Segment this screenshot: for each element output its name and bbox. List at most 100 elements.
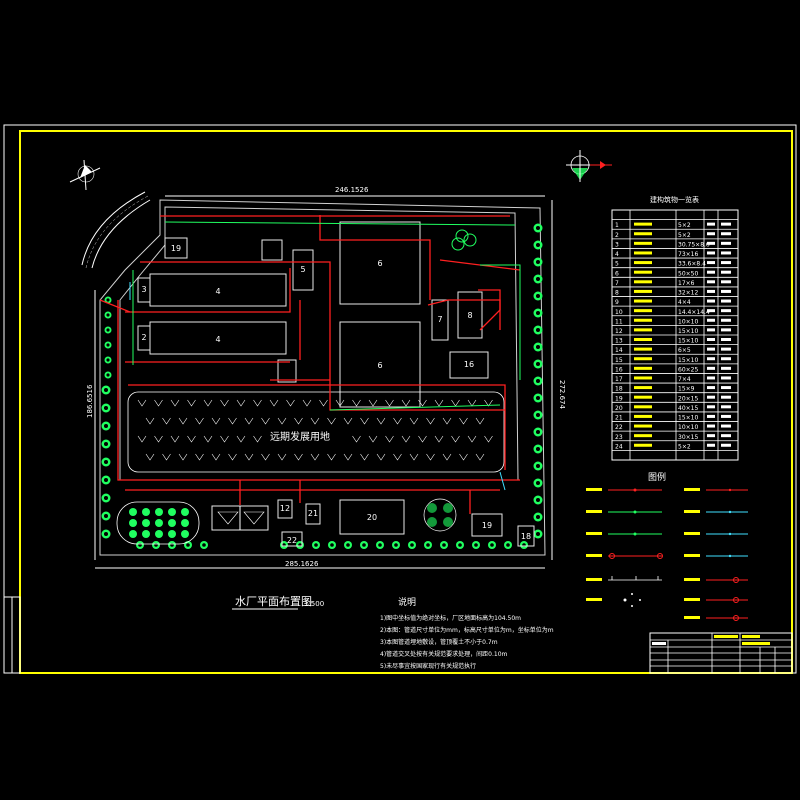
table-row-number: 1 (615, 222, 619, 229)
title-block (649, 632, 793, 674)
building-6a-number: 6 (377, 259, 382, 268)
tree-symbol (533, 495, 543, 505)
reserved-area-hatching (137, 399, 493, 461)
tree-symbol (101, 511, 111, 521)
tree-symbol (104, 356, 112, 364)
table-row-dimension: 10×10 (678, 318, 698, 325)
table-row-dimension: 6×5 (678, 347, 691, 354)
grass-mark (286, 399, 295, 407)
grass-mark (451, 399, 460, 407)
grass-mark (244, 453, 254, 461)
table-row-number: 21 (615, 415, 623, 422)
tree-symbol (533, 478, 543, 488)
grass-mark (187, 435, 196, 443)
garden-tree (155, 530, 163, 538)
grass-mark (343, 453, 353, 461)
grass-mark (459, 417, 468, 425)
reserved-area-label: 远期发展用地 (270, 430, 330, 443)
legend-symbol-right (706, 554, 748, 558)
grass-mark (327, 453, 336, 461)
tree-symbol (408, 541, 416, 549)
table-row-dimension: 15×10 (678, 415, 698, 422)
grass-mark (261, 417, 270, 425)
grass-mark (401, 435, 411, 443)
tree-symbol (101, 421, 111, 431)
garden-tree (155, 508, 163, 516)
table-row-number: 16 (615, 366, 623, 373)
grass-mark (277, 417, 287, 425)
table-row-number: 2 (615, 232, 619, 239)
grass-mark (154, 399, 163, 407)
table-row-number: 12 (615, 328, 623, 335)
table-row-dimension: 15×9 (678, 386, 695, 393)
dim-bottom: 285.1626 (285, 560, 319, 568)
building-2-number: 2 (141, 333, 146, 342)
tree-symbol (101, 403, 111, 413)
building-16-number: 16 (464, 360, 474, 369)
table-row-dimension: 5×2 (678, 232, 691, 239)
garden-tree (142, 530, 150, 538)
grass-mark (360, 417, 369, 425)
grass-mark (211, 417, 221, 425)
tree-symbol (152, 541, 160, 549)
dim-left: 186.6516 (86, 384, 94, 418)
garden-tree (181, 508, 189, 516)
garden-tree (181, 519, 189, 527)
tree-symbol (533, 427, 543, 437)
table-row-number: 23 (615, 434, 623, 441)
table-row-number: 14 (615, 347, 623, 354)
building-4a-number: 4 (215, 287, 220, 296)
grass-mark (409, 417, 419, 425)
grass-mark (484, 435, 493, 443)
grass-mark (360, 453, 369, 461)
building-small-a (261, 239, 283, 261)
grass-mark (236, 435, 246, 443)
reserved-area-boundary (127, 391, 505, 473)
building-3 (137, 277, 151, 303)
tree-symbol (533, 240, 543, 250)
table-row-dimension: 33.6×8.4 (678, 261, 706, 268)
legend-symbol-left (608, 488, 662, 492)
grass-mark (178, 417, 188, 425)
grass-mark (484, 399, 493, 407)
water-pipes (99, 215, 521, 514)
legend: 图例 (586, 471, 748, 621)
table-row-dimension: 50×50 (678, 270, 698, 277)
building-22 (281, 531, 303, 547)
tree-symbol (520, 541, 528, 549)
building-19a-number: 19 (171, 244, 181, 253)
grass-mark (327, 417, 336, 425)
grass-mark (335, 399, 345, 407)
grass-mark (236, 399, 246, 407)
garden-tree (181, 530, 189, 538)
legend-title: 图例 (648, 471, 666, 483)
grass-mark (203, 399, 213, 407)
grass-mark (145, 453, 155, 461)
grass-mark (302, 399, 312, 407)
grass-mark (385, 399, 394, 407)
building-21-number: 21 (308, 509, 318, 518)
building-6b-number: 6 (377, 361, 382, 370)
table-row-number: 24 (615, 443, 623, 450)
table-row-dimension: 15×10 (678, 338, 698, 345)
building-21 (305, 503, 321, 525)
garden-tree (168, 530, 176, 538)
table-row-dimension: 10×10 (678, 424, 698, 431)
table-row-dimension: 73×16 (678, 251, 698, 258)
tree-symbol (533, 257, 543, 267)
grass-mark (426, 453, 435, 461)
tree-symbol (328, 541, 336, 549)
grass-mark (418, 399, 427, 407)
table-row-dimension: 17×6 (678, 280, 695, 287)
legend-symbol-right (706, 597, 748, 603)
notes-title: 说明 (398, 596, 416, 608)
grass-mark (162, 417, 171, 425)
note-4: 4)管道交叉处按有关规范要求处理，间距0.10m (380, 650, 508, 658)
table-row-dimension: 20×15 (678, 395, 698, 402)
legend-symbol-left (608, 576, 662, 581)
grass-mark (253, 399, 262, 407)
grass-mark (352, 399, 361, 407)
building-16 (449, 351, 489, 379)
table-row-dimension: 30.75×8.6 (678, 241, 710, 248)
